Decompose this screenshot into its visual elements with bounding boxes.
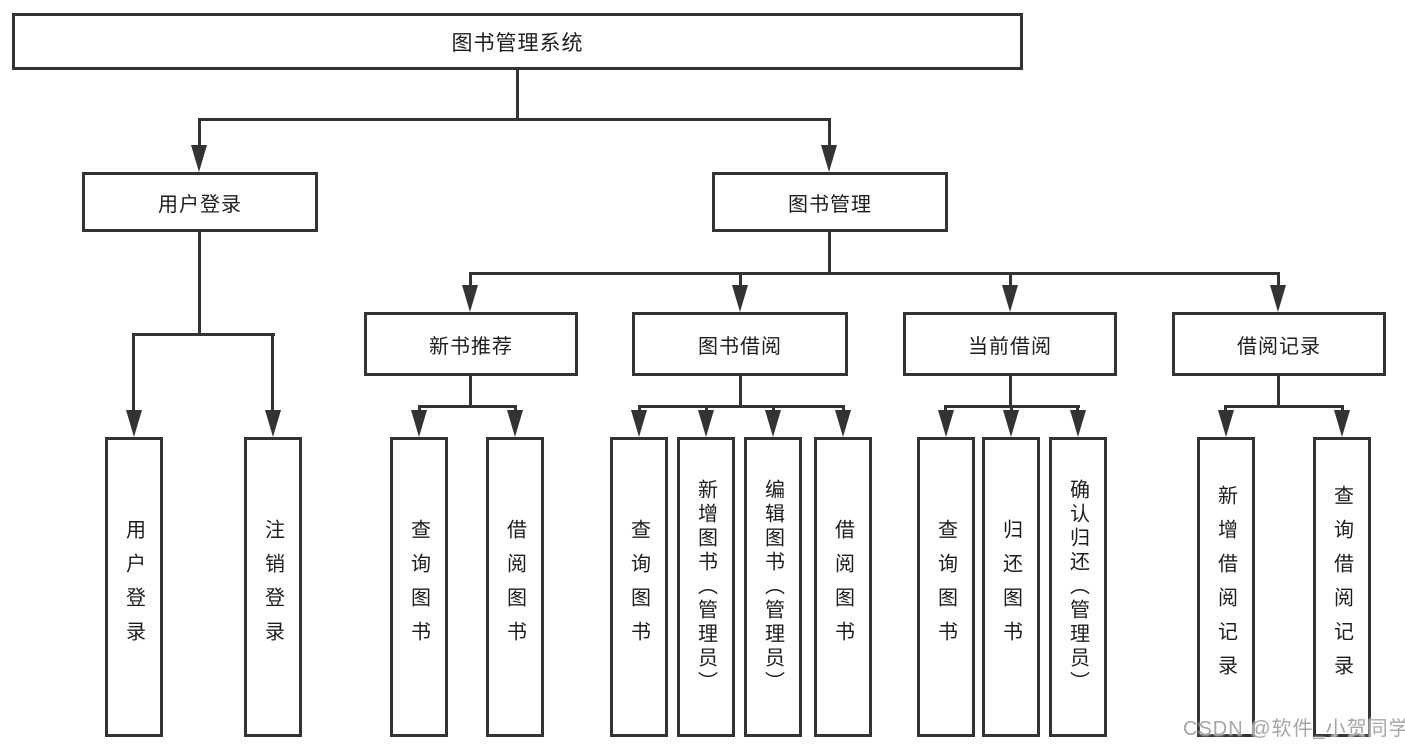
arrow-head-icon	[938, 410, 954, 437]
leaf-edit-books-admin: 编辑图书（管理员）	[744, 437, 802, 737]
leaf-query-books-newbook: 查询图书	[390, 437, 448, 737]
connector-drop	[271, 333, 274, 413]
node-borrow-record: 借阅记录	[1172, 312, 1386, 376]
connector-drop	[828, 118, 831, 150]
connector-book-borrow-stem	[739, 374, 742, 408]
arrow-head-icon	[631, 410, 647, 437]
arrow-head-icon	[265, 410, 281, 437]
connector-new-book-bar	[418, 405, 517, 408]
arrow-head-icon	[411, 410, 427, 437]
arrow-head-icon	[1334, 410, 1350, 437]
arrow-head-icon	[1003, 410, 1019, 437]
connector-current-borrow-stem	[1009, 374, 1012, 408]
arrow-head-icon	[698, 410, 714, 437]
connector-drop	[469, 272, 472, 288]
connector-borrow-record-bar	[1224, 405, 1344, 408]
arrow-head-icon	[126, 410, 142, 437]
leaf-add-borrow-record: 新增借阅记录	[1197, 437, 1255, 737]
connector-drop	[132, 333, 135, 413]
arrow-head-icon	[821, 145, 837, 172]
node-user-login: 用户登录	[82, 172, 318, 232]
connector-drop	[1009, 272, 1012, 288]
leaf-query-borrow-record: 查询借阅记录	[1313, 437, 1371, 737]
connector-book-mgmt-bar	[469, 272, 1280, 275]
arrow-head-icon	[507, 410, 523, 437]
connector-user-login-bar	[132, 333, 275, 336]
arrow-head-icon	[1070, 410, 1086, 437]
node-library-system: 图书管理系统	[12, 13, 1023, 70]
csdn-watermark: CSDN @软件_小贺同学	[1183, 718, 1405, 740]
connector-drop	[198, 118, 201, 150]
leaf-query-books-current: 查询图书	[917, 437, 975, 737]
connector-root-stem	[516, 68, 519, 120]
connector-drop	[1277, 272, 1280, 288]
arrow-head-icon	[1218, 410, 1234, 437]
leaf-borrow-books: 借阅图书	[814, 437, 872, 737]
node-book-borrow: 图书借阅	[632, 312, 848, 376]
connector-root-bar	[198, 118, 831, 121]
arrow-head-icon	[732, 285, 748, 312]
connector-book-mgmt-stem	[828, 230, 831, 275]
leaf-query-books-borrow: 查询图书	[610, 437, 668, 737]
leaf-confirm-return-admin: 确认归还（管理员）	[1049, 437, 1107, 737]
node-current-borrow: 当前借阅	[903, 312, 1117, 376]
leaf-add-books-admin: 新增图书（管理员）	[677, 437, 735, 737]
arrow-head-icon	[1002, 285, 1018, 312]
connector-user-login-stem	[198, 230, 201, 336]
connector-borrow-record-stem	[1277, 374, 1280, 408]
node-new-book-recommend: 新书推荐	[364, 312, 578, 376]
connector-new-book-stem	[469, 374, 472, 408]
leaf-logout: 注销登录	[244, 437, 302, 737]
connector-book-borrow-bar	[638, 405, 845, 408]
arrow-head-icon	[1270, 285, 1286, 312]
arrow-head-icon	[191, 145, 207, 172]
leaf-borrow-books-newbook: 借阅图书	[486, 437, 544, 737]
node-book-management: 图书管理	[712, 172, 948, 232]
arrow-head-icon	[835, 410, 851, 437]
arrow-head-icon	[462, 285, 478, 312]
leaf-return-books: 归还图书	[982, 437, 1040, 737]
arrow-head-icon	[765, 410, 781, 437]
leaf-user-login: 用户登录	[105, 437, 163, 737]
connector-drop	[739, 272, 742, 288]
